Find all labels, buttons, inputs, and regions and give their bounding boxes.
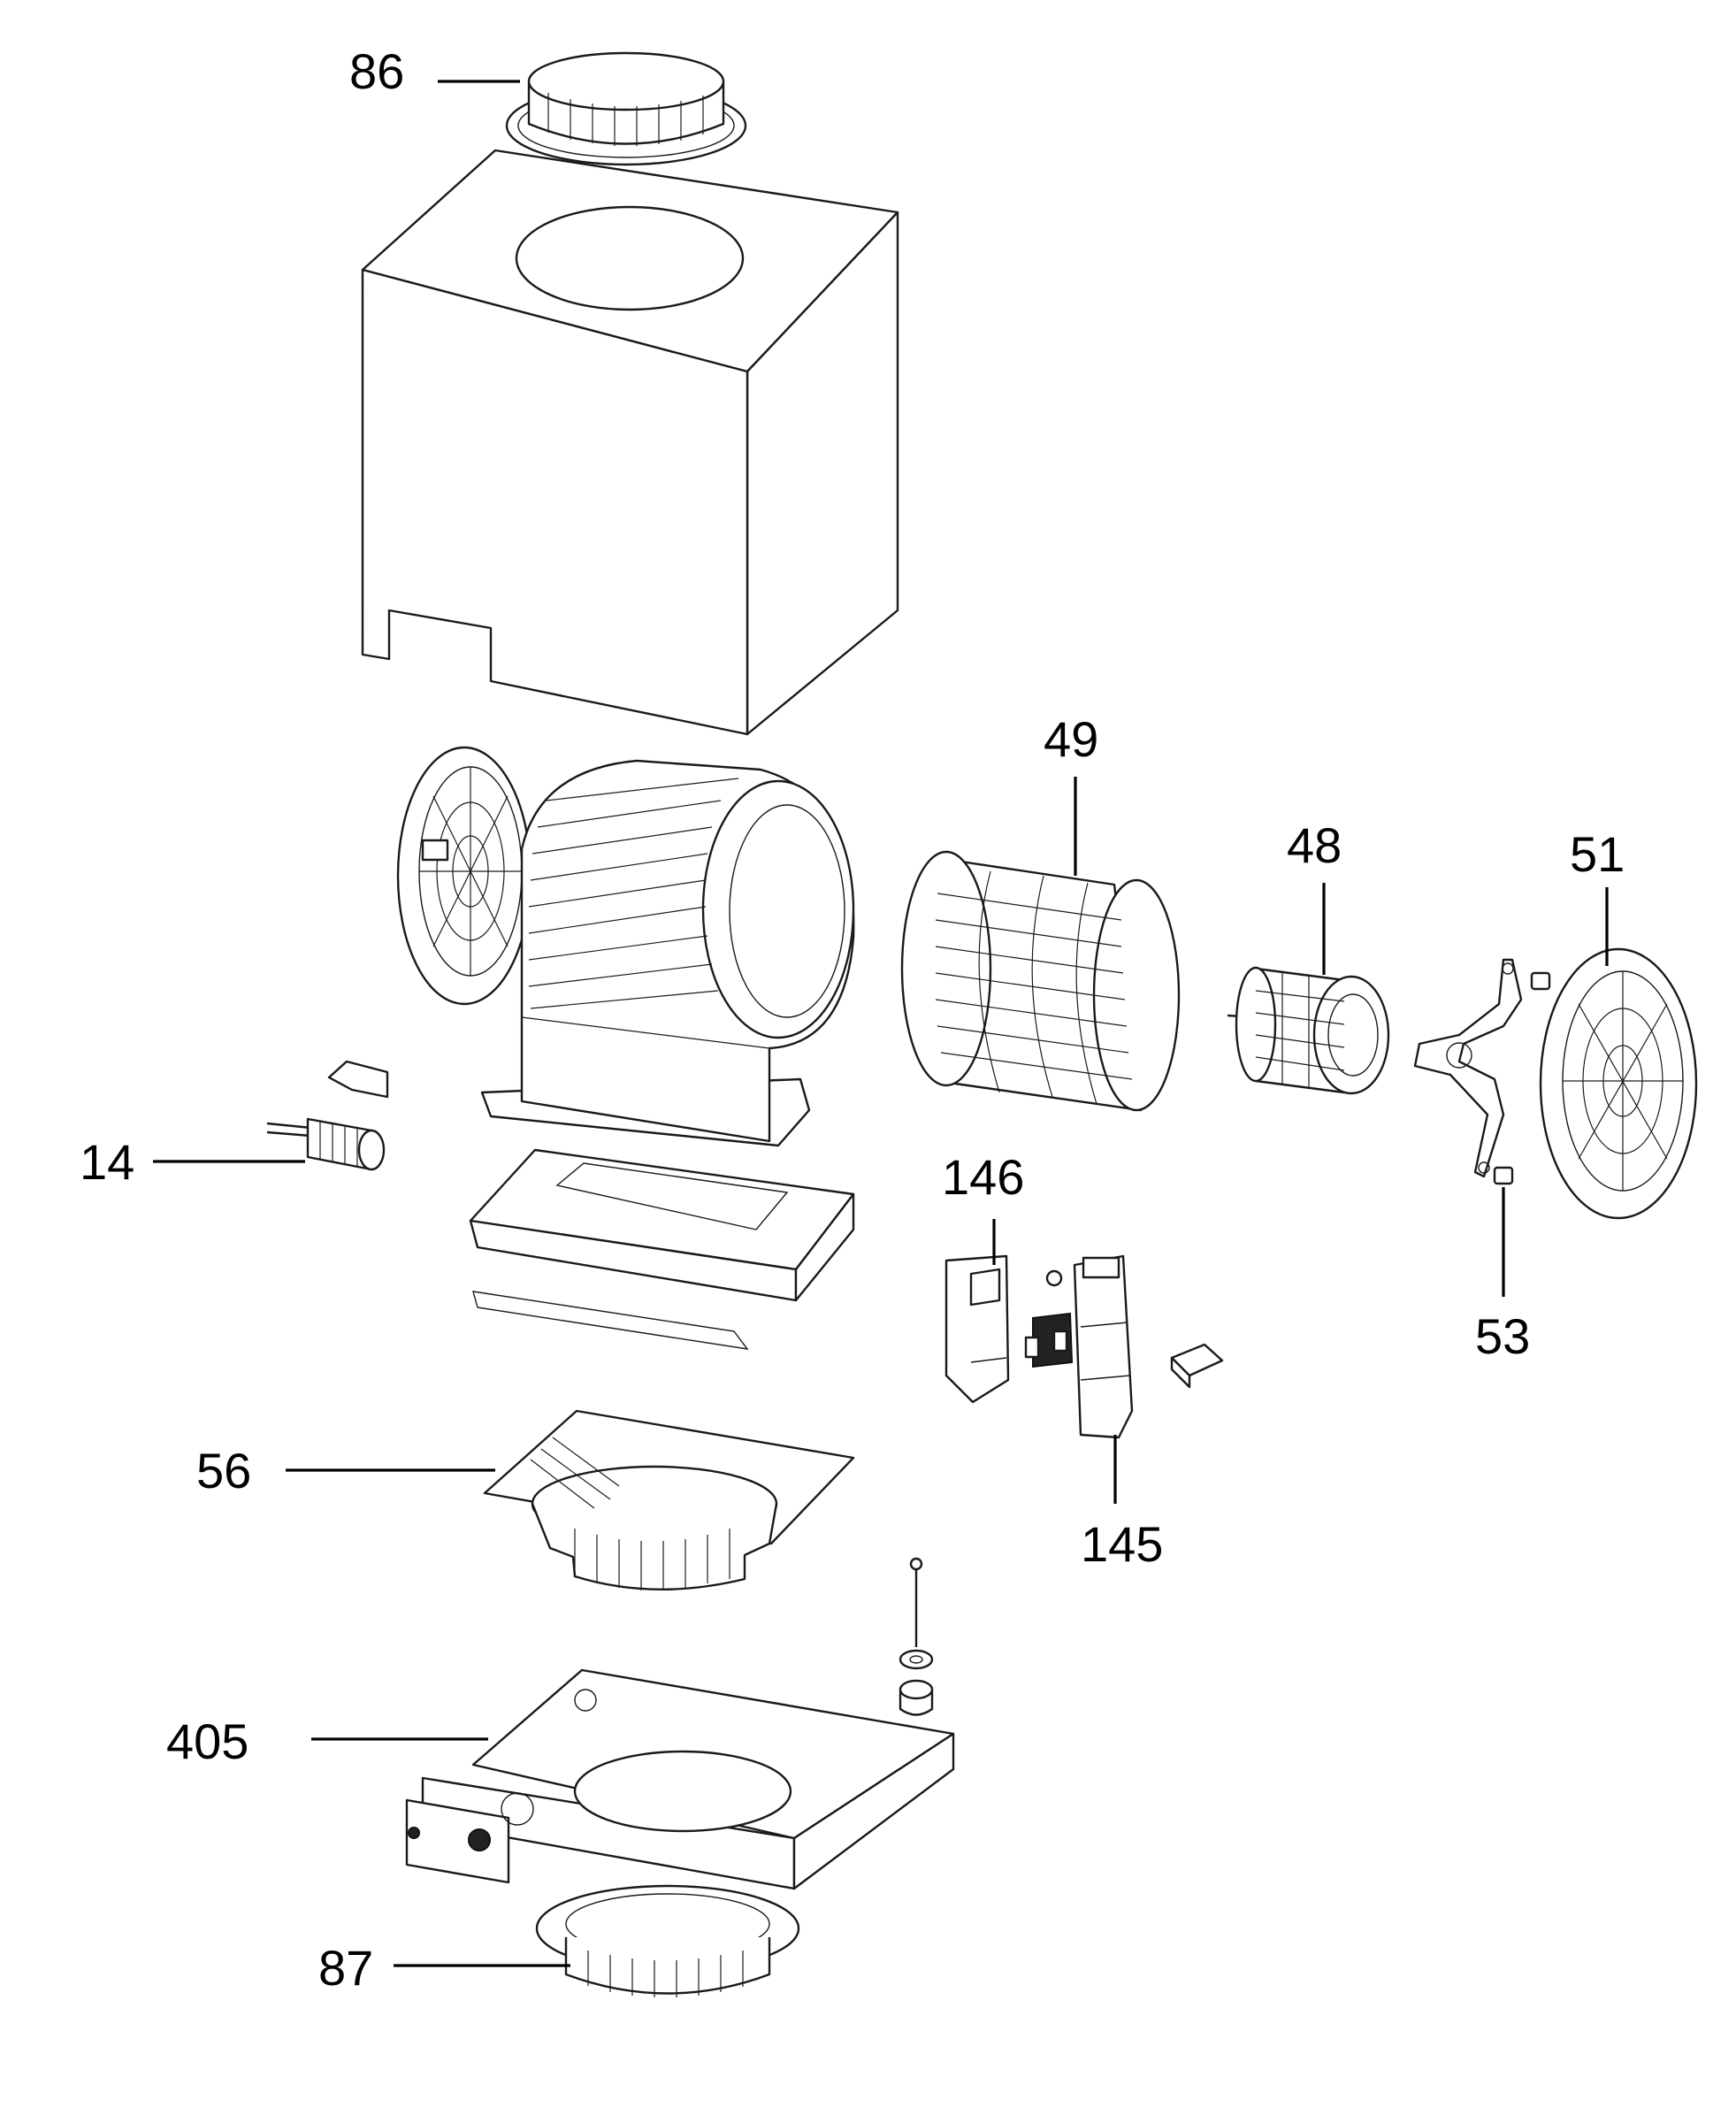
part-53-nuts <box>1493 971 1551 1185</box>
callout-56: 56 <box>196 1443 251 1498</box>
part-49-blower-wheel <box>900 850 1181 1112</box>
part-145-control-bracket <box>1073 1254 1134 1439</box>
callout-labels: 86 49 48 51 14 146 53 56 145 405 87 <box>80 43 1625 1996</box>
callout-53: 53 <box>1475 1308 1530 1364</box>
part-86-top-collar <box>505 51 747 166</box>
transition-plate <box>469 1148 855 1350</box>
switch-block <box>1024 1269 1074 1368</box>
leader-lines <box>153 80 1609 1967</box>
callout-405: 405 <box>166 1713 249 1769</box>
part-56-funnel <box>483 1409 855 1590</box>
left-inlet-cover <box>396 746 532 1006</box>
part-146-switch-cover <box>944 1254 1010 1404</box>
blower-scroll-housing <box>480 759 855 1147</box>
part-405-bottom-tray <box>405 1668 955 1890</box>
callout-145: 145 <box>1081 1516 1163 1572</box>
small-connector <box>1170 1343 1224 1389</box>
callout-51: 51 <box>1570 826 1625 882</box>
callout-146: 146 <box>942 1149 1024 1205</box>
callout-14: 14 <box>80 1134 134 1190</box>
callout-87: 87 <box>318 1940 373 1996</box>
part-14-capacitor <box>266 1060 389 1171</box>
part-51-right-inlet-cover <box>1539 947 1698 1220</box>
part-87-bottom-collar <box>535 1884 800 1997</box>
motor-mounting-bracket <box>1413 958 1523 1178</box>
part-48-motor <box>1227 966 1390 1095</box>
callout-49: 49 <box>1044 711 1098 767</box>
callout-86: 86 <box>349 43 404 99</box>
mounting-screw-grommet <box>899 1557 934 1716</box>
callout-48: 48 <box>1287 817 1342 873</box>
top-housing-box <box>361 149 899 736</box>
